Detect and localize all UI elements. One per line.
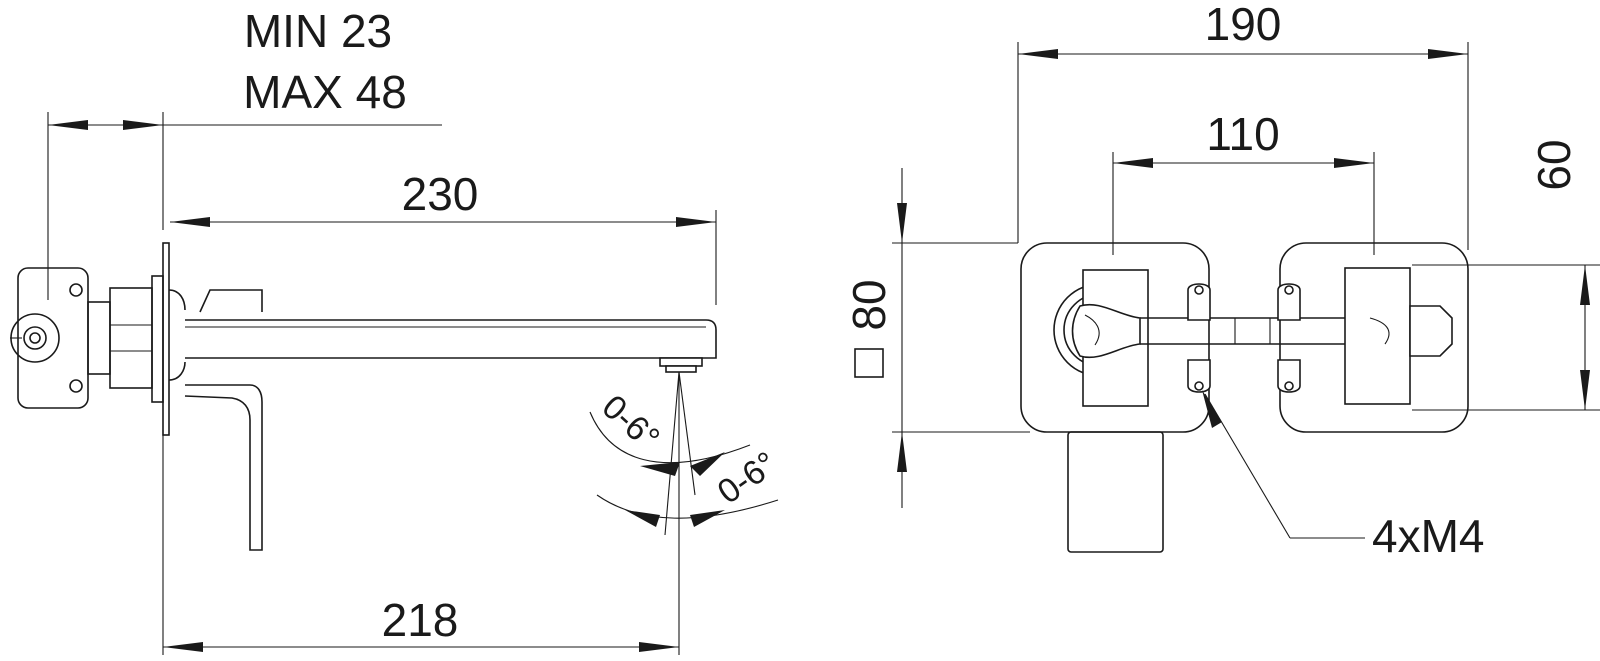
square-symbol bbox=[854, 348, 884, 378]
right-handle bbox=[1344, 267, 1453, 405]
overall-width-dimension: 190 bbox=[1017, 0, 1469, 250]
tilt-top-label: 0-6° bbox=[595, 388, 667, 458]
wall-min-label: MIN 23 bbox=[244, 5, 392, 57]
square-size-label: 80 bbox=[843, 279, 895, 330]
concealed-body bbox=[10, 267, 153, 409]
wall-max-label: MAX 48 bbox=[243, 66, 407, 118]
left-handle bbox=[1053, 269, 1149, 407]
handle-spacing-dimension: 110 bbox=[1112, 108, 1375, 255]
wall-plate bbox=[151, 242, 170, 436]
plate-height-label: 60 bbox=[1528, 139, 1580, 190]
mounting-brackets bbox=[1187, 283, 1301, 393]
tilt-angles: 0-6° 0-6° bbox=[589, 371, 784, 536]
right-cover-plate bbox=[1279, 242, 1469, 433]
plate-height-dimension: 60 bbox=[1412, 139, 1600, 411]
connecting-spindle bbox=[1140, 317, 1345, 345]
front-view: 190 110 60 80 bbox=[843, 0, 1600, 562]
wall-thickness-dimension: MIN 23 MAX 48 bbox=[47, 5, 442, 300]
spout-length-label: 230 bbox=[402, 168, 479, 220]
fixing-screws-leader: 4xM4 bbox=[1202, 390, 1484, 562]
projection-label: 218 bbox=[382, 594, 459, 646]
spout-length-dimension: 230 bbox=[170, 168, 717, 305]
projection-dimension: 218 bbox=[162, 372, 680, 655]
lever-handle bbox=[168, 289, 263, 551]
spout bbox=[185, 319, 717, 373]
left-cover-plate bbox=[1020, 242, 1210, 553]
overall-width-label: 190 bbox=[1205, 0, 1282, 50]
square-size-dimension: 80 bbox=[843, 168, 1030, 508]
fixing-screws-label: 4xM4 bbox=[1372, 510, 1484, 562]
side-view: MIN 23 MAX 48 230 218 bbox=[10, 5, 784, 655]
handle-spacing-label: 110 bbox=[1206, 108, 1279, 160]
